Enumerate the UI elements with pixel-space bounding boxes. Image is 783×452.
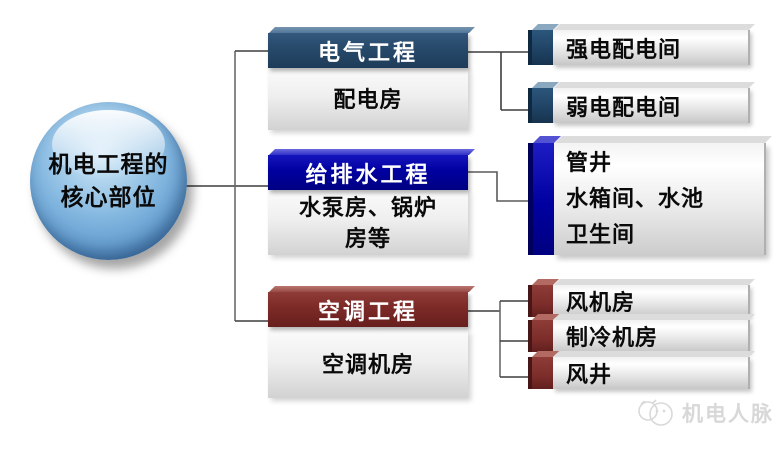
branch-body-plumbing: 水泵房、锅炉 房等	[268, 190, 468, 255]
branch-header-electrical-label: 电气工程	[317, 39, 418, 65]
watermark: 机电人脉	[636, 398, 774, 428]
box-plumbing-rooms: 管井 水箱间、水池 卫生间	[528, 143, 766, 255]
bar-cube-maroon	[528, 357, 553, 389]
branch-body-plumbing-line2: 房等	[344, 225, 391, 251]
watermark-logo-icon	[638, 399, 673, 426]
branch-header-hvac: 空调工程	[268, 292, 468, 327]
box-plumbing-rooms-body: 管井 水箱间、水池 卫生间	[554, 143, 766, 255]
bar-cube-blue	[528, 30, 553, 65]
branch-body-plumbing-line1: 水泵房、锅炉	[298, 194, 437, 220]
root-node-label: 机电工程的 核心部位	[49, 148, 169, 214]
bar-air-shaft: 风井	[528, 357, 750, 389]
watermark-text: 机电人脉	[682, 403, 774, 426]
branch-body-hvac-label: 空调机房	[321, 351, 414, 377]
root-node-line2: 核心部位	[60, 185, 157, 210]
box-plumbing-line1: 管井	[566, 150, 613, 175]
branch-body-hvac: 空调机房	[268, 330, 468, 398]
bar-cube-maroon	[528, 285, 553, 317]
box-strip-navy	[528, 143, 554, 255]
bar-refrigeration-room: 制冷机房	[528, 320, 750, 352]
root-node-line1: 机电工程的	[48, 152, 169, 177]
bar-cube-maroon	[528, 320, 553, 352]
root-node-sphere: 机电工程的 核心部位	[30, 102, 187, 260]
bar-fan-room-label: 风机房	[566, 290, 636, 315]
bar-weak-power-room: 弱电配电间	[528, 88, 750, 123]
box-plumbing-line3: 卫生间	[566, 222, 636, 247]
branch-header-plumbing-label: 给排水工程	[305, 161, 431, 187]
branch-header-hvac-label: 空调工程	[317, 298, 418, 324]
bar-strong-power-room: 强电配电间	[528, 30, 750, 65]
bar-refrigeration-room-label: 制冷机房	[566, 325, 659, 350]
bar-fan-room: 风机房	[528, 285, 750, 317]
box-plumbing-line2: 水箱间、水池	[566, 186, 705, 211]
branch-body-electrical-label: 配电房	[333, 86, 403, 112]
branch-header-electrical: 电气工程	[268, 33, 468, 68]
bar-strong-power-room-label: 强电配电间	[566, 36, 682, 62]
bar-air-shaft-label: 风井	[566, 362, 613, 387]
bar-weak-power-room-label: 弱电配电间	[566, 94, 682, 120]
bar-cube-blue	[528, 88, 553, 123]
branch-body-electrical: 配电房	[268, 68, 468, 130]
branch-header-plumbing: 给排水工程	[268, 155, 468, 190]
